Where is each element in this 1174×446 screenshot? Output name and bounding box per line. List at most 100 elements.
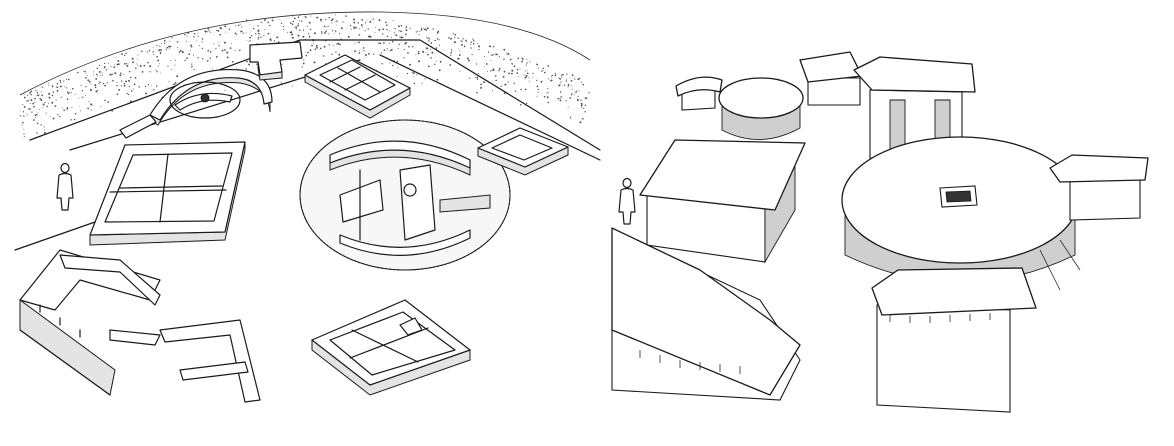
stipple-dot [152,51,154,53]
stipple-dot [123,54,126,57]
stipple-dot [269,38,272,41]
stipple-dot [226,51,229,54]
stipple-dot [325,30,327,33]
stipple-dot [491,54,493,56]
stipple-dot [391,40,394,43]
stipple-dot [217,29,220,32]
stipple-dot [404,33,407,36]
stipple-dot [131,57,134,60]
stipple-dot [420,29,423,31]
house-box-lower-center [871,267,1037,413]
stipple-dot [583,107,585,110]
stipple-dot [48,96,51,99]
stipple-dot [396,75,398,78]
stipple-dot [87,107,89,110]
stipple-dot [492,68,495,70]
stipple-dot [299,29,301,32]
stipple-dot [345,15,347,17]
stipple-dot [234,50,236,52]
stipple-dot [528,77,530,79]
stipple-dot [66,78,68,80]
stipple-dot [491,89,493,91]
stipple-dot [54,105,57,107]
stipple-dot [395,34,398,37]
stipple-dot [49,116,51,118]
stipple-dot [104,62,106,65]
stipple-dot [215,56,218,58]
stipple-dot [209,57,212,59]
stipple-dot [109,73,112,76]
hut-box-top-middle [799,51,863,106]
stipple-dot [569,77,571,79]
stipple-dot [90,109,92,111]
stipple-dot [163,40,166,42]
stipple-dot [119,74,122,77]
stipple-dot [579,121,582,124]
stipple-dot [315,44,318,47]
stipple-dot [342,21,344,23]
stipple-dot [283,29,285,31]
stipple-dot [569,97,572,99]
stipple-dot [23,105,26,108]
stipple-dot [483,55,486,57]
stipple-dot [133,62,135,64]
stipple-dot [411,71,413,73]
human-figure-scale-icon [56,162,74,211]
stipple-dot [476,42,479,44]
stipple-dot [466,57,469,60]
stipple-dot [186,57,188,59]
stipple-dot [307,51,309,54]
stipple-dot [497,54,499,56]
stipple-dot [110,65,112,68]
stipple-dot [238,49,241,52]
stipple-dot [575,91,577,93]
stipple-dot [104,84,106,87]
stipple-dot [560,96,562,98]
stipple-dot [492,45,495,48]
stipple-dot [495,53,498,56]
stipple-dot [573,78,575,80]
stipple-dot [450,54,452,56]
stipple-dot [380,52,382,54]
stipple-dot [63,86,65,88]
stipple-dot [363,50,365,52]
stipple-dot [242,32,244,34]
stipple-dot [361,19,364,21]
stipple-dot [144,85,147,88]
stipple-dot [577,99,579,102]
stipple-dot [174,64,176,66]
stipple-dot [358,28,360,30]
stipple-dot [37,111,39,113]
stipple-dot [26,100,27,102]
stipple-dot [372,17,374,19]
stipple-dot [403,57,405,59]
stipple-dot [241,26,243,28]
stipple-dot [271,16,274,19]
stipple-dot [425,29,428,31]
stipple-dot [122,73,124,75]
stipple-dot [130,90,133,92]
stipple-dot [41,86,44,88]
stipple-dot [547,88,549,90]
stipple-dot [166,46,169,49]
stipple-dot [201,41,203,43]
stipple-dot [249,40,251,42]
stipple-dot [169,45,172,48]
stipple-dot [206,60,209,62]
stipple-dot [157,49,159,51]
stipple-dot [123,84,126,87]
stipple-dot [195,40,197,41]
stipple-dot [170,68,172,70]
stipple-dot [258,35,260,37]
stipple-dot [148,71,150,73]
stipple-dot [224,31,226,33]
stipple-dot [95,77,98,80]
stipple-dot [36,132,38,134]
stipple-dot [55,86,58,88]
stipple-dot [23,96,26,99]
stipple-dot [56,82,59,85]
stipple-dot [358,41,361,44]
stipple-dot [96,67,98,70]
stipple-dot [90,89,92,92]
stipple-dot [52,117,55,120]
